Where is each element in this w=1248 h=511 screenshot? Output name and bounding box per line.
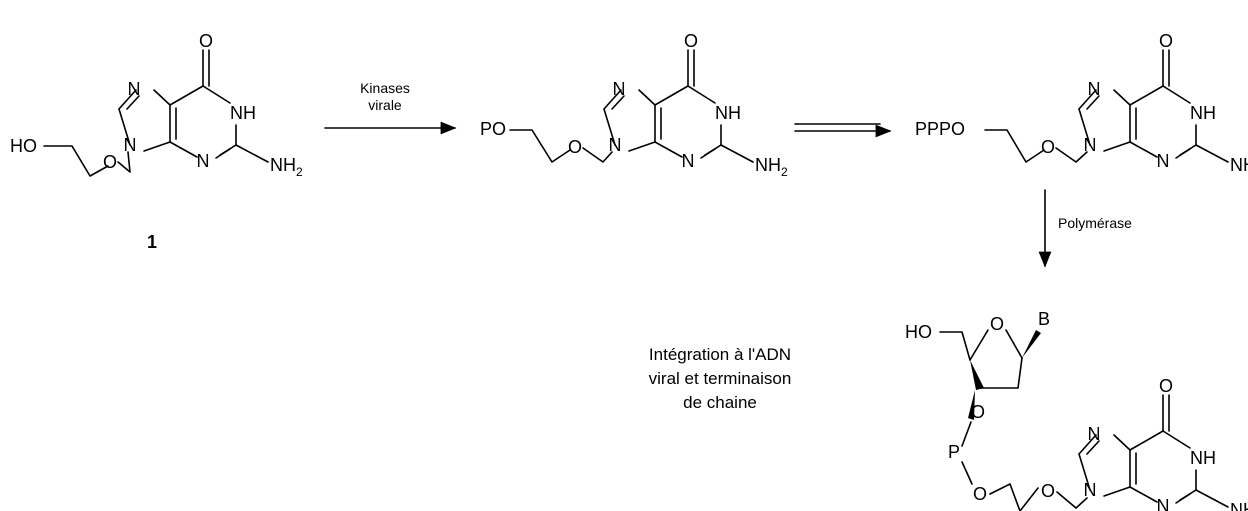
kinase-label-line2: virale [368, 97, 402, 113]
ether-oxygen-atom: O [103, 152, 117, 172]
acyclovir-triphosphate: PPPO O [915, 30, 1248, 180]
note-line3: de chaine [683, 393, 757, 412]
dna-incorporated-product: HO O B O P O O [905, 309, 1248, 511]
phosphorus-atom: P [948, 442, 960, 462]
note-line2: viral et terminaison [649, 369, 792, 388]
acyclovir-monophosphate: PO O [480, 30, 789, 180]
ether-oxygen-atom: O [1041, 137, 1055, 157]
linker-oxygen-atom: O [973, 484, 987, 504]
kinase-label-line1: Kinases [360, 80, 410, 96]
3-oxygen-atom: O [971, 402, 985, 422]
hydroxyl-label: HO [10, 136, 37, 156]
note-line1: Intégration à l'ADN [649, 345, 791, 364]
hydroxyl-label: HO [905, 322, 932, 342]
reaction-arrow-1: Kinases virale [324, 80, 457, 135]
compound-1: HO O 1 [10, 30, 304, 252]
polymerase-label: Polymérase [1058, 215, 1132, 231]
ring-oxygen-atom: O [990, 314, 1004, 334]
triphosphate-label: PPPO [915, 119, 965, 139]
base-b-label: B [1038, 309, 1050, 329]
integration-note: Intégration à l'ADN viral et terminaison… [649, 345, 792, 412]
reaction-arrow-3: Polymérase [1038, 189, 1132, 268]
ether-oxygen-atom: O [1041, 481, 1055, 501]
compound-number: 1 [147, 232, 157, 252]
phosphate-label: PO [480, 119, 506, 139]
reaction-arrow-2 [794, 123, 892, 138]
ether-oxygen-atom: O [568, 137, 582, 157]
